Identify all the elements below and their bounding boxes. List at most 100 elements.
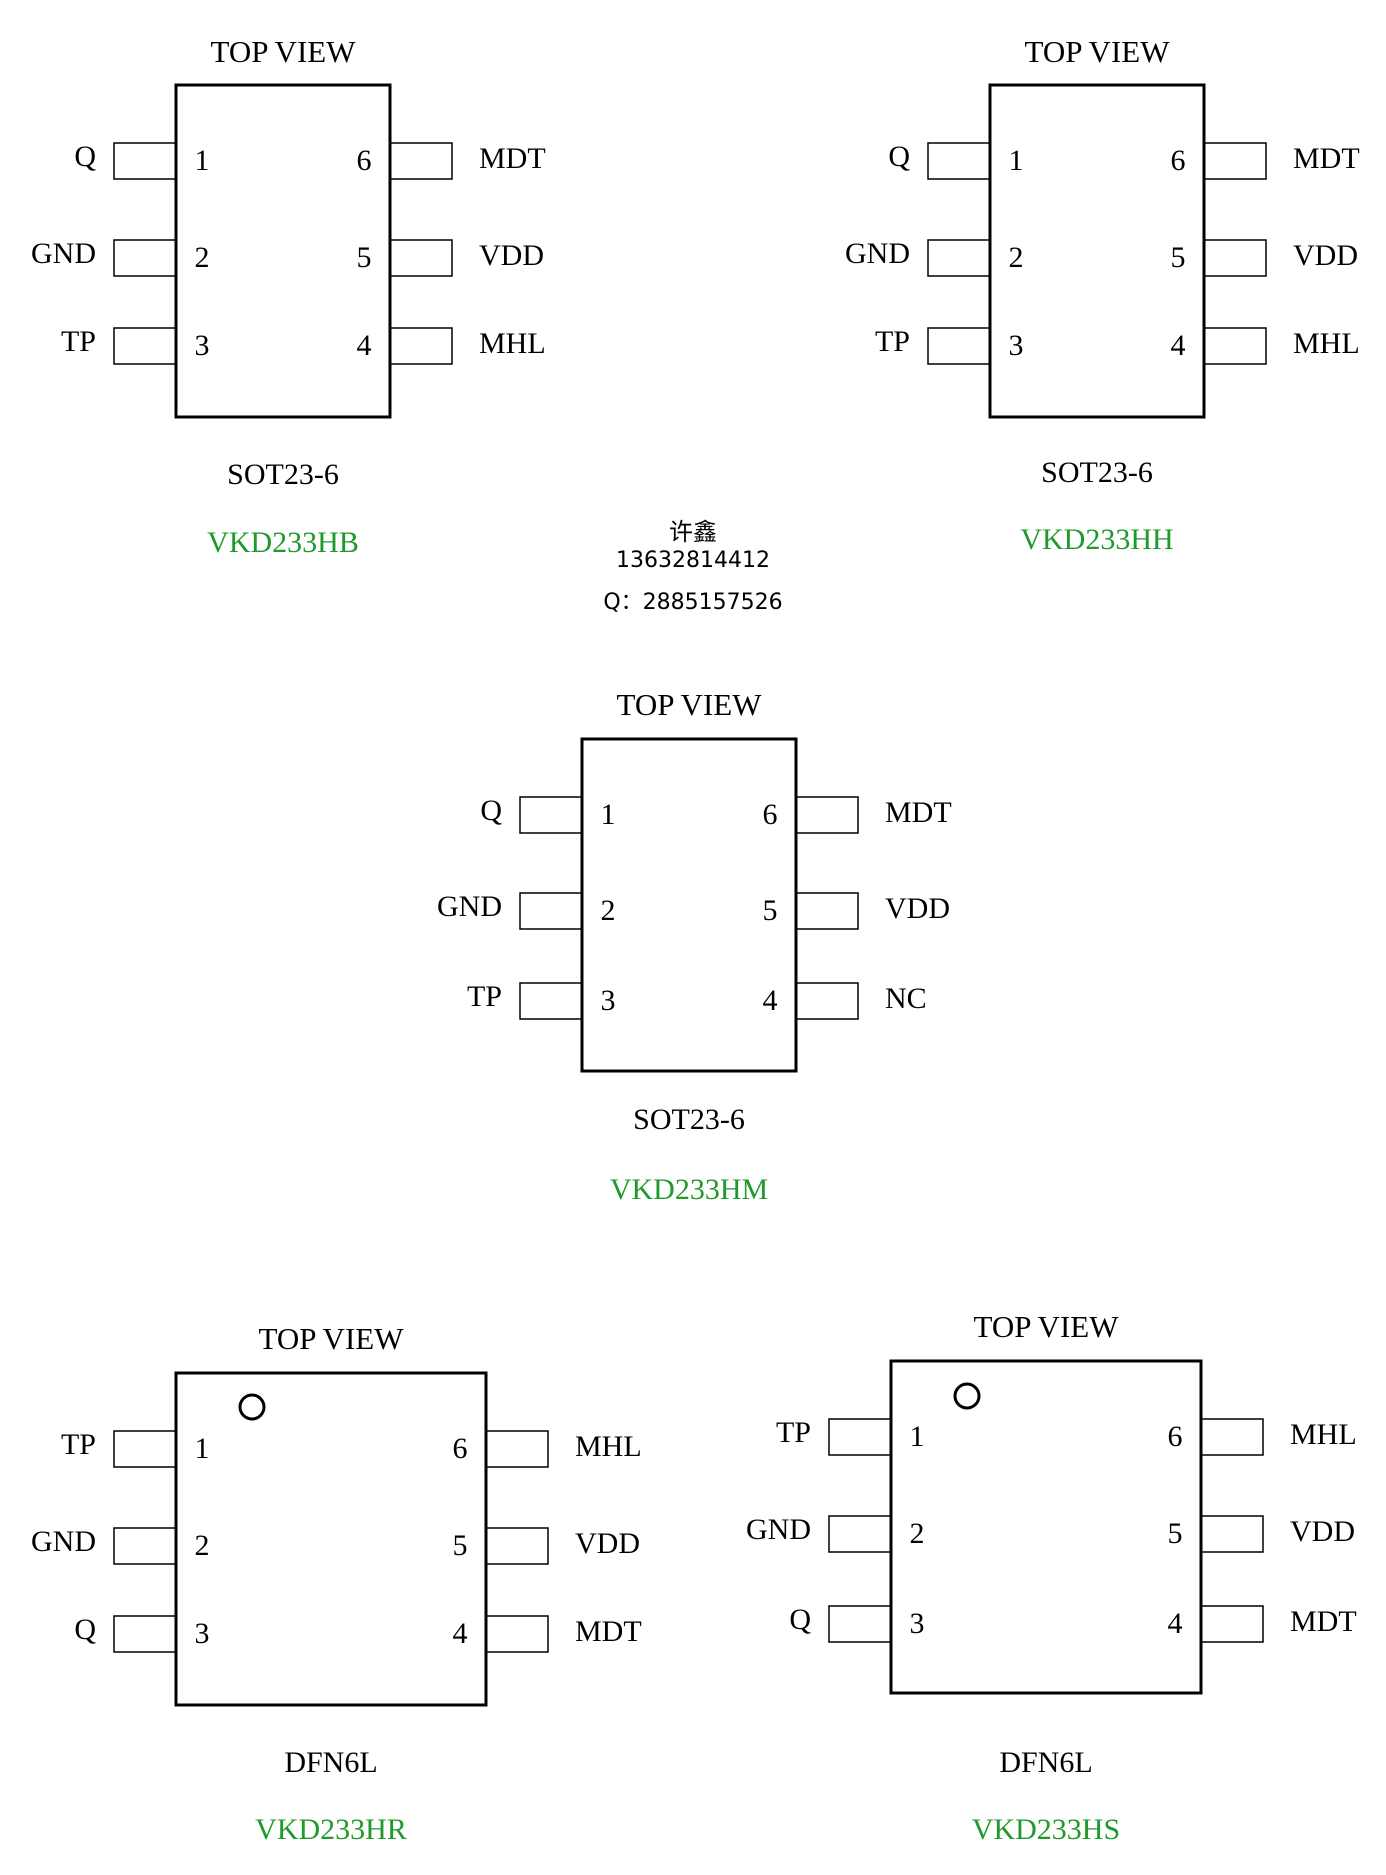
pin-pad-5 bbox=[389, 239, 453, 277]
pin-number-6: 6 bbox=[1168, 1420, 1183, 1453]
pin1-marker-icon bbox=[953, 1382, 981, 1410]
pin-pad-1 bbox=[927, 142, 991, 180]
part-number: VKD233HM bbox=[610, 1173, 768, 1206]
pin-number-3: 3 bbox=[910, 1607, 925, 1640]
pin-label-5: VDD bbox=[1293, 239, 1358, 272]
package-type: DFN6L bbox=[284, 1746, 377, 1779]
pin-label-4: MHL bbox=[1293, 327, 1360, 360]
pin-pad-2 bbox=[113, 239, 177, 277]
pin-number-5: 5 bbox=[1171, 241, 1186, 274]
pin-pad-1 bbox=[113, 1430, 177, 1468]
pin-pad-3 bbox=[113, 1615, 177, 1653]
pin-label-2: GND bbox=[31, 237, 96, 270]
pin-pad-5 bbox=[485, 1527, 549, 1565]
pin-number-2: 2 bbox=[195, 1529, 210, 1562]
pinout-hr: TOP VIEW 1 TP 2 GND 3 Q 6 MHL 5 VDD 4 MDT DFN6L VKD233… bbox=[31, 1321, 642, 1846]
pin-label-5: VDD bbox=[1290, 1515, 1355, 1548]
pin-pad-2 bbox=[519, 892, 583, 930]
pin-label-1: Q bbox=[74, 140, 96, 173]
pin-label-1: TP bbox=[61, 1428, 96, 1461]
pin-pad-4 bbox=[485, 1615, 549, 1653]
pin-pad-2 bbox=[828, 1515, 892, 1553]
pin-pad-2 bbox=[927, 239, 991, 277]
pin-pad-2 bbox=[113, 1527, 177, 1565]
pin-label-5: VDD bbox=[885, 892, 950, 925]
pin-label-3: Q bbox=[74, 1613, 96, 1646]
pin-label-1: TP bbox=[776, 1416, 811, 1449]
pin-label-3: TP bbox=[875, 325, 910, 358]
pin-pad-3 bbox=[519, 982, 583, 1020]
pin-pad-1 bbox=[828, 1418, 892, 1456]
package-type: SOT23-6 bbox=[1041, 456, 1153, 489]
pin-number-2: 2 bbox=[1009, 241, 1024, 274]
pin-number-1: 1 bbox=[195, 1432, 210, 1465]
pin-number-3: 3 bbox=[195, 329, 210, 362]
pin-number-4: 4 bbox=[1171, 329, 1186, 362]
part-number: VKD233HH bbox=[1020, 523, 1173, 556]
pin-number-6: 6 bbox=[453, 1432, 468, 1465]
package-body bbox=[174, 1371, 488, 1707]
pin-pad-1 bbox=[519, 796, 583, 834]
top-view-title: TOP VIEW bbox=[617, 687, 763, 722]
pin-number-3: 3 bbox=[601, 984, 616, 1017]
pin-pad-4 bbox=[1203, 327, 1267, 365]
pin-number-1: 1 bbox=[601, 798, 616, 831]
pin-label-6: MDT bbox=[479, 142, 546, 175]
pin-number-4: 4 bbox=[453, 1617, 468, 1650]
pin-label-5: VDD bbox=[479, 239, 544, 272]
package-type: SOT23-6 bbox=[227, 458, 339, 491]
pin-number-2: 2 bbox=[601, 894, 616, 927]
pin-pad-5 bbox=[795, 892, 859, 930]
pin-number-5: 5 bbox=[763, 894, 778, 927]
pin-label-3: TP bbox=[467, 980, 502, 1013]
pin-label-3: TP bbox=[61, 325, 96, 358]
pin-number-6: 6 bbox=[357, 144, 372, 177]
contact-phone: 13632814412 bbox=[616, 548, 770, 573]
pin-number-6: 6 bbox=[763, 798, 778, 831]
pin-number-5: 5 bbox=[453, 1529, 468, 1562]
pin-pad-6 bbox=[389, 142, 453, 180]
pin-number-3: 3 bbox=[195, 1617, 210, 1650]
pin-pad-3 bbox=[927, 327, 991, 365]
pin-number-4: 4 bbox=[763, 984, 778, 1017]
package-body bbox=[889, 1359, 1203, 1695]
part-number: VKD233HR bbox=[255, 1813, 407, 1846]
pin-pad-4 bbox=[1200, 1605, 1264, 1643]
pin-number-3: 3 bbox=[1009, 329, 1024, 362]
pin-label-4: MDT bbox=[575, 1615, 642, 1648]
pin-label-1: Q bbox=[888, 140, 910, 173]
contact-qq: Q：2885157526 bbox=[603, 590, 783, 615]
pin-number-4: 4 bbox=[357, 329, 372, 362]
pin-pad-5 bbox=[1200, 1515, 1264, 1553]
pin-label-6: MDT bbox=[885, 796, 952, 829]
pin-number-1: 1 bbox=[1009, 144, 1024, 177]
pin-label-2: GND bbox=[845, 237, 910, 270]
pin-label-4: MDT bbox=[1290, 1605, 1357, 1638]
part-number: VKD233HS bbox=[972, 1813, 1120, 1846]
package-type: SOT23-6 bbox=[633, 1103, 745, 1136]
pin-pad-3 bbox=[828, 1605, 892, 1643]
pin-pad-6 bbox=[1200, 1418, 1264, 1456]
pin-number-1: 1 bbox=[910, 1420, 925, 1453]
pin-pad-6 bbox=[485, 1430, 549, 1468]
part-number: VKD233HB bbox=[207, 526, 359, 559]
pin-number-6: 6 bbox=[1171, 144, 1186, 177]
pin-label-2: GND bbox=[31, 1525, 96, 1558]
pin-pad-4 bbox=[795, 982, 859, 1020]
pin-number-2: 2 bbox=[195, 241, 210, 274]
package-body bbox=[988, 83, 1206, 419]
package-body bbox=[174, 83, 392, 419]
top-view-title: TOP VIEW bbox=[974, 1309, 1120, 1344]
pin-label-5: VDD bbox=[575, 1527, 640, 1560]
pin-number-5: 5 bbox=[1168, 1517, 1183, 1550]
pin-label-6: MHL bbox=[575, 1430, 642, 1463]
pin-label-6: MHL bbox=[1290, 1418, 1357, 1451]
pin-number-1: 1 bbox=[195, 144, 210, 177]
top-view-title: TOP VIEW bbox=[259, 1321, 405, 1356]
top-view-title: TOP VIEW bbox=[211, 34, 357, 69]
